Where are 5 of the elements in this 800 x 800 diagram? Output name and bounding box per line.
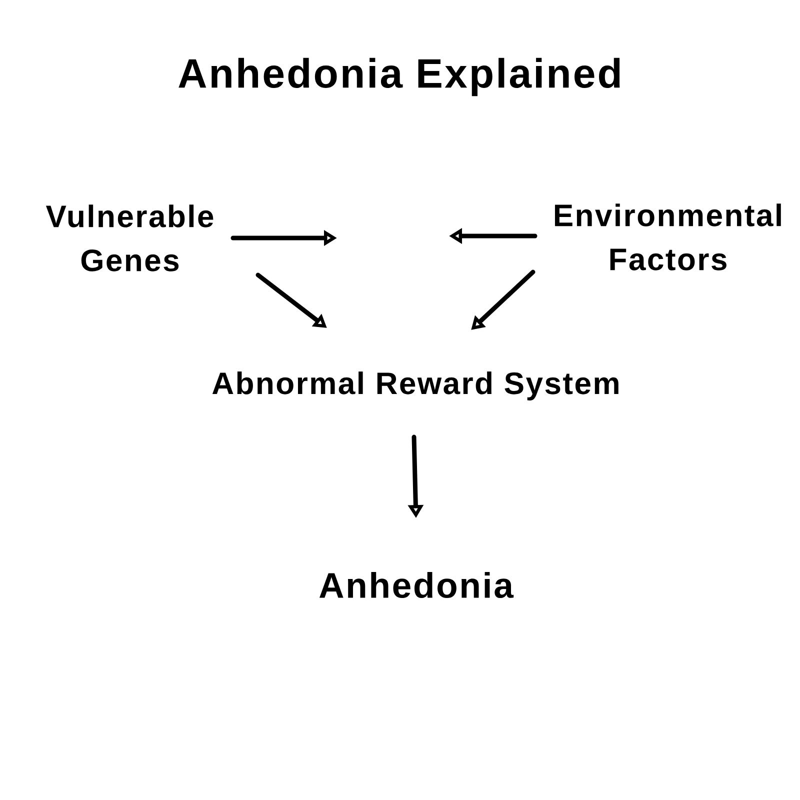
node-label: Abnormal Reward System [212,372,618,400]
node-label: Environmental Factors [554,204,781,270]
title: Anhedonia Explained [178,58,620,96]
node-label: Anhedonia [320,572,514,598]
node-label: Vulnerable Genes [46,204,214,272]
